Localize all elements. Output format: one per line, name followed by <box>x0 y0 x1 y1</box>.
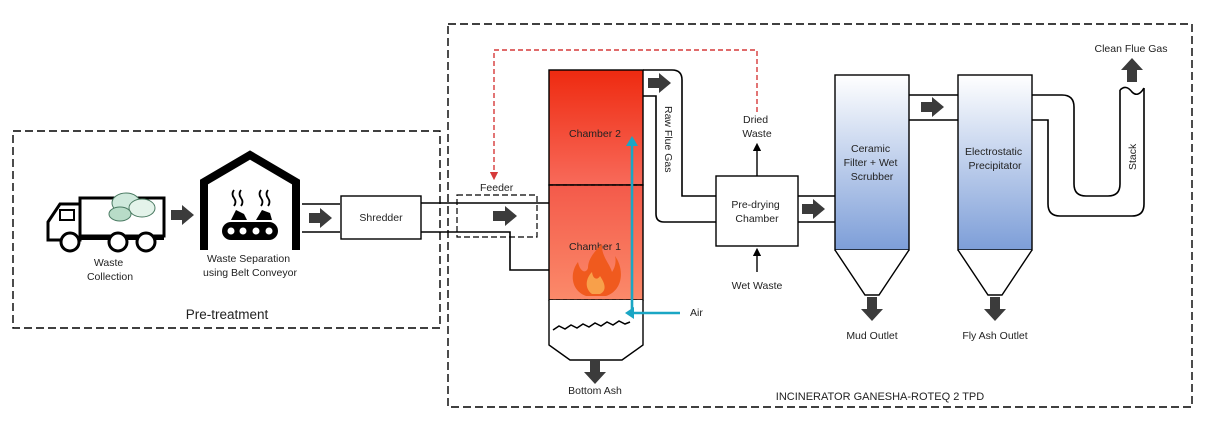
arrow-to-filter <box>802 199 825 219</box>
arrow-to-separation <box>171 205 194 225</box>
predrying-label: Pre-drying Chamber <box>731 199 782 225</box>
feeder-box <box>456 194 538 238</box>
precipitator-label: Electrostatic Precipitator <box>965 146 1025 172</box>
arrow-to-shredder <box>309 208 332 228</box>
pipe-filter-precipitator <box>909 94 958 121</box>
arrow-mud-outlet <box>861 297 883 321</box>
arrow-bottom-ash <box>584 360 606 384</box>
ash-grate <box>552 320 631 331</box>
predrying-chamber <box>715 175 799 247</box>
dried-waste-return <box>489 49 758 181</box>
stack-top <box>1119 86 1145 96</box>
arrow-to-precipitator <box>921 97 944 117</box>
air-label: Air <box>690 307 703 319</box>
waste-collection-label: Waste Collection <box>87 257 133 283</box>
dried-waste-label: Dried Waste <box>742 114 772 140</box>
bottom-ash-label: Bottom Ash <box>568 385 622 397</box>
clean-flue-gas-label: Clean Flue Gas <box>1095 43 1168 55</box>
chamber-2-label: Chamber 2 <box>569 128 621 140</box>
precipitator-body <box>957 74 1033 251</box>
chamber-2 <box>548 69 644 186</box>
pipe-to-stack <box>1032 88 1145 217</box>
raw-flue-gas-label: Raw Flue Gas <box>662 106 674 173</box>
chamber-1-label: Chamber 1 <box>569 241 621 253</box>
garbage-truck-icon <box>46 192 166 253</box>
fly-ash-outlet-label: Fly Ash Outlet <box>962 330 1027 342</box>
shredder-label: Shredder <box>359 212 403 224</box>
mud-outlet-label: Mud Outlet <box>846 330 897 342</box>
pipe-separation-shredder <box>302 203 340 233</box>
stack-label: Stack <box>1127 143 1139 170</box>
incinerator-label: INCINERATOR GANESHA-ROTEQ 2 TPD <box>776 391 984 403</box>
incinerator-boundary <box>447 23 1193 408</box>
raw-flue-gas-pipe <box>643 69 716 223</box>
precipitator-hopper <box>957 249 1033 296</box>
feeder-label: Feeder <box>480 182 514 194</box>
shredder-box <box>340 195 422 240</box>
ceramic-filter-label: Ceramic Filter + Wet Scrubber <box>844 143 901 183</box>
pipe-predrying-filter <box>798 195 835 223</box>
arrow-clean-flue <box>1121 58 1143 82</box>
arrow-fly-ash <box>984 297 1006 321</box>
flame-icon <box>572 244 621 296</box>
arrow-feeder <box>493 206 517 226</box>
wet-waste-label: Wet Waste <box>732 280 783 292</box>
pretreatment-label: Pre-treatment <box>186 307 269 322</box>
ceramic-filter-hopper <box>834 249 910 296</box>
arrow-raw-flue <box>648 73 671 93</box>
separation-facility-icon <box>200 150 300 250</box>
ash-hopper <box>548 300 644 361</box>
waste-separation-label: Waste Separation using Belt Conveyor <box>203 253 297 279</box>
pipe-shredder-chamber <box>421 202 549 271</box>
